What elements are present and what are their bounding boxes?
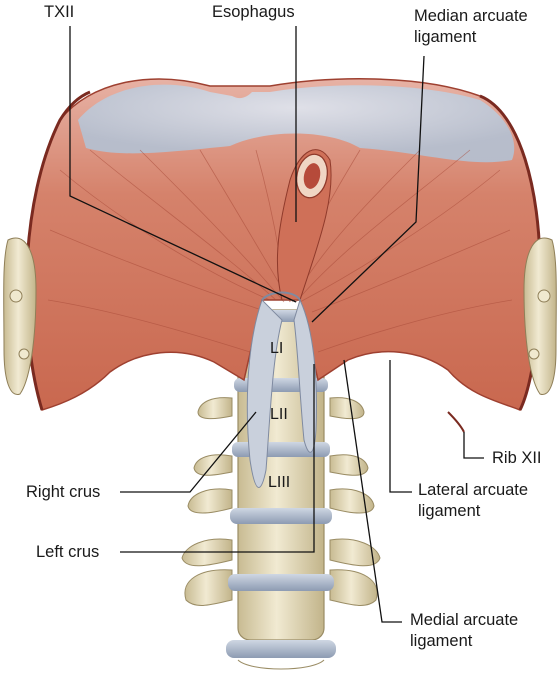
label-left-crus: Left crus bbox=[36, 543, 100, 561]
ribs-xii bbox=[3, 237, 557, 433]
label-median-arcuate-ligament: Median arcuate ligament bbox=[414, 6, 528, 48]
transverse-processes bbox=[181, 397, 381, 606]
label-right-crus: Right crus bbox=[26, 483, 101, 501]
crura bbox=[246, 291, 317, 488]
leader-medial-arcuate bbox=[343, 359, 402, 623]
label-median-arcuate-line1: Median arcuate bbox=[414, 7, 528, 25]
label-txii: TXII bbox=[44, 3, 75, 21]
vertebra-l1-label: LI bbox=[270, 340, 284, 357]
esophagus bbox=[276, 149, 332, 301]
label-lateral-arcuate-ligament: Lateral arcuate ligament bbox=[418, 480, 528, 522]
leader-right-crus bbox=[120, 411, 257, 493]
label-medial-arcuate-line2: ligament bbox=[410, 632, 473, 650]
leader-median-arcuate bbox=[311, 55, 425, 323]
leader-txii bbox=[69, 26, 297, 303]
label-lateral-arcuate-line2: ligament bbox=[418, 502, 481, 520]
label-rib-xii: Rib XII bbox=[492, 449, 542, 467]
vertebra-l2-label: LII bbox=[270, 406, 288, 423]
vertebra-l3-label: LIII bbox=[268, 474, 291, 491]
leader-lines bbox=[69, 26, 484, 623]
leader-rib-xii bbox=[463, 432, 484, 459]
leader-left-crus bbox=[120, 364, 315, 553]
label-median-arcuate-line2: ligament bbox=[414, 28, 477, 46]
label-lateral-arcuate-line1: Lateral arcuate bbox=[418, 481, 529, 499]
leader-lateral-arcuate bbox=[389, 360, 412, 493]
label-medial-arcuate-line1: Medial arcuate bbox=[410, 611, 519, 629]
label-esophagus: Esophagus bbox=[212, 3, 295, 21]
label-medial-arcuate-ligament: Medial arcuate ligament bbox=[410, 610, 518, 652]
